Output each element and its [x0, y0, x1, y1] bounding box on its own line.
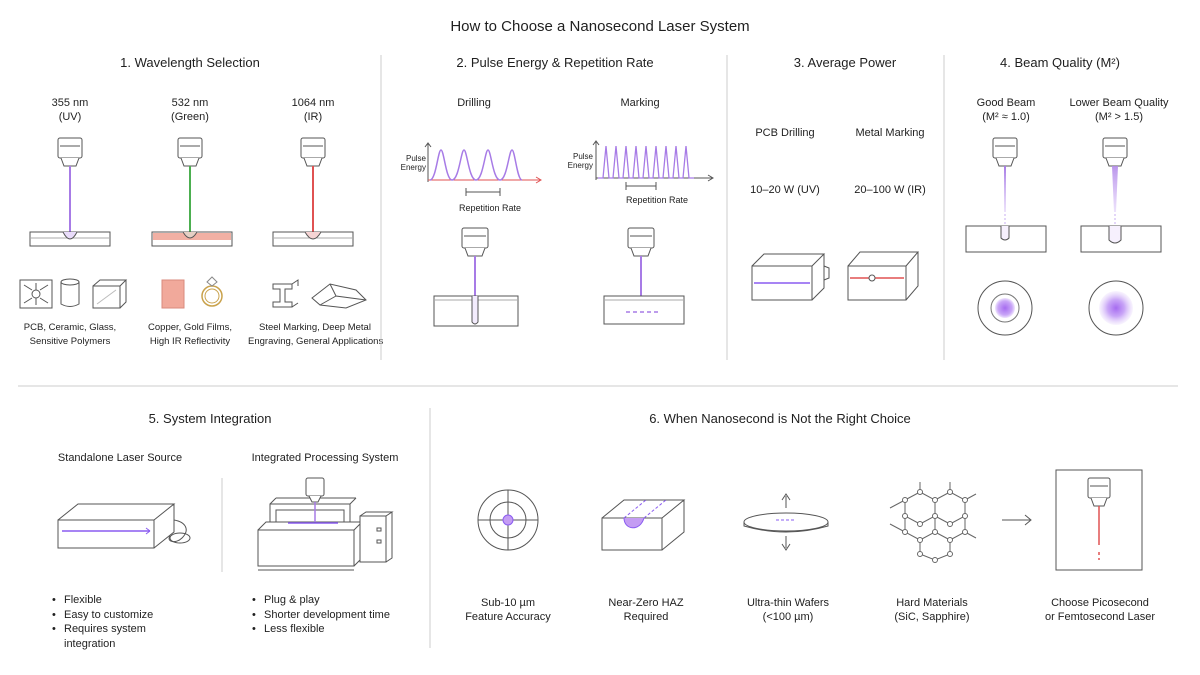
power-right-value: 20–100 W (IR) — [854, 184, 926, 196]
good-beam-cone — [1004, 166, 1006, 212]
thin-wafer-icon — [743, 493, 829, 551]
wavelength-ir-nm: 1064 nm — [291, 97, 335, 109]
standalone-laser-box — [57, 503, 191, 549]
wavelength-green-nm: 532 nm — [171, 97, 209, 109]
workpiece-uv — [29, 231, 111, 247]
power-left-label: PCB Drilling — [755, 127, 815, 139]
drilling-x-axis-label: Repetition Rate — [458, 203, 522, 213]
not-right-item-4-line-2: (SiC, Sapphire) — [894, 611, 970, 623]
marking-workpiece — [603, 295, 685, 325]
good-beam-workpiece — [965, 225, 1047, 253]
heat-affected-zone-block-icon — [601, 499, 686, 551]
pcb-drilling-laser-box — [751, 253, 830, 301]
steel-beam-icon — [272, 279, 299, 308]
pulse-heading: 2. Pulse Energy & Repetition Rate — [456, 55, 654, 70]
drilling-y-axis-label-1: Pulse — [405, 154, 426, 163]
good-beam-laser-head — [992, 137, 1018, 167]
integrated-point: Less flexible — [252, 622, 390, 637]
not-right-item-3-line-2: (<100 µm) — [762, 611, 814, 623]
integrated-point: Shorter development time — [252, 608, 390, 623]
wavelength-uv-nm: 355 nm — [51, 97, 89, 109]
wavelength-green-use-2: High IR Reflectivity — [149, 336, 231, 347]
wavelength-ir-use-1: Steel Marking, Deep Metal — [259, 322, 371, 333]
marking-laser-head — [627, 227, 655, 257]
workpiece-green — [151, 231, 233, 247]
hard-material-lattice-icon — [889, 482, 977, 563]
wavelength-heading: 1. Wavelength Selection — [120, 55, 260, 70]
ceramic-cylinder-icon — [60, 278, 80, 307]
page-title: How to Choose a Nanosecond Laser System — [450, 18, 750, 35]
workpiece-ir — [272, 231, 354, 247]
not-right-heading: 6. When Nanosecond is Not the Right Choi… — [649, 411, 911, 426]
not-right-item-4-line-1: Hard Materials — [896, 597, 968, 609]
not-right-item-2-line-2: Required — [623, 611, 669, 623]
laser-head-green — [177, 137, 203, 167]
pcb-icon — [19, 279, 53, 309]
not-right-item-2-line-1: Near-Zero HAZ — [608, 597, 684, 609]
not-right-item-5-line-1: Choose Picosecond — [1051, 597, 1149, 609]
not-right-item-1-line-1: Sub-10 µm — [480, 597, 536, 609]
gold-ring-icon — [201, 276, 223, 307]
good-beam-label: Good Beam — [976, 97, 1036, 109]
standalone-point: Easy to customize — [52, 608, 153, 623]
metal-part-icon — [311, 283, 367, 309]
standalone-label: Standalone Laser Source — [57, 452, 183, 464]
arrow-right-icon — [1002, 514, 1032, 526]
marking-y-axis-label-1: Pulse — [572, 152, 593, 161]
integrated-system-machine — [257, 477, 394, 571]
standalone-point: Flexible — [52, 593, 153, 608]
drilling-laser-head — [461, 227, 489, 257]
drilling-label: Drilling — [457, 97, 491, 109]
not-right-item-3-line-1: Ultra-thin Wafers — [746, 597, 830, 609]
wavelength-ir-use-2: Engraving, General Applications — [248, 336, 384, 347]
good-beam-spot-ring — [977, 280, 1033, 336]
drilling-y-axis-label-2: Energy — [400, 163, 426, 172]
good-beam-m2: (M² ≈ 1.0) — [982, 111, 1030, 123]
beam-quality-heading: 4. Beam Quality (M²) — [1000, 55, 1120, 70]
copper-film-icon — [161, 279, 185, 309]
wavelength-green-use-1: Copper, Gold Films, — [148, 322, 232, 333]
lower-beam-label: Lower Beam Quality — [1069, 97, 1169, 109]
not-right-item-5-line-2: or Femtosecond Laser — [1044, 611, 1156, 623]
wavelength-uv-band: (UV) — [58, 111, 82, 123]
standalone-point: Requires system — [52, 622, 153, 637]
glass-cube-icon — [92, 279, 128, 309]
wavelength-uv-use-2: Sensitive Polymers — [29, 336, 111, 347]
lower-beam-spot — [1099, 291, 1133, 325]
power-right-label: Metal Marking — [855, 127, 925, 139]
integration-heading: 5. System Integration — [148, 411, 272, 426]
standalone-point-continued: integration — [64, 637, 116, 650]
lower-beam-cone — [1112, 166, 1118, 212]
laser-head-uv — [57, 137, 83, 167]
integrated-points: Plug & play Shorter development time Les… — [250, 593, 390, 637]
lower-beam-laser-head — [1102, 137, 1128, 167]
feature-accuracy-crosshair-icon — [477, 489, 539, 551]
standalone-points: Flexible Easy to customize Requires syst… — [50, 593, 153, 651]
not-right-item-1-line-2: Feature Accuracy — [465, 611, 551, 623]
laser-head-ir — [300, 137, 326, 167]
integrated-label: Integrated Processing System — [251, 452, 399, 464]
lower-beam-workpiece — [1080, 225, 1162, 253]
ultrafast-laser-panel — [1055, 469, 1143, 571]
good-beam-spot — [995, 298, 1015, 318]
wavelength-ir-band: (IR) — [303, 111, 323, 123]
drilling-workpiece — [433, 295, 519, 327]
wavelength-uv-use-1: PCB, Ceramic, Glass, — [23, 322, 117, 333]
metal-marking-laser-box — [847, 251, 920, 301]
marking-y-axis-label-2: Energy — [567, 161, 593, 170]
marking-label: Marking — [620, 97, 660, 109]
power-heading: 3. Average Power — [793, 55, 897, 70]
wavelength-green-band: (Green) — [171, 111, 209, 123]
lower-beam-spot-ring — [1088, 280, 1144, 336]
lower-beam-m2: (M² > 1.5) — [1095, 111, 1143, 123]
drilling-pulse-plot — [424, 142, 542, 196]
power-left-value: 10–20 W (UV) — [750, 184, 820, 196]
integrated-point: Plug & play — [252, 593, 390, 608]
marking-pulse-plot — [592, 140, 714, 190]
marking-x-axis-label: Repetition Rate — [625, 195, 689, 205]
